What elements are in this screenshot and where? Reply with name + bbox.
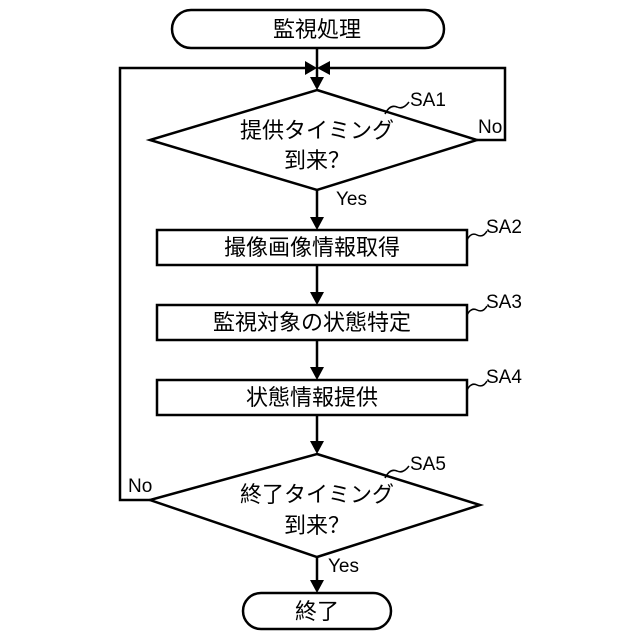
decision-sa5-line1: 終了タイミング <box>240 483 394 508</box>
step-leader-sa3 <box>467 306 487 315</box>
no-label-sa5: No <box>128 476 152 497</box>
decision-sa5-line2: 到来？ <box>284 514 350 539</box>
yes-label-sa5: Yes <box>328 556 359 577</box>
step-leader-sa2 <box>467 231 487 240</box>
decision-sa1-line1: 提供タイミング <box>240 119 394 144</box>
process-sa4-label: 状態情報提供 <box>246 386 378 411</box>
process-sa3-label: 監視対象の状態特定 <box>213 311 411 336</box>
yes-label-sa1: Yes <box>336 189 367 210</box>
step-label-sa5: SA5 <box>410 454 446 475</box>
step-label-sa2: SA2 <box>486 217 522 238</box>
start-label: 監視処理 <box>273 18 361 43</box>
step-label-sa3: SA3 <box>486 292 522 313</box>
step-label-sa1: SA1 <box>410 90 446 111</box>
arrowhead-down-sa5 <box>310 441 324 454</box>
arrowhead-down-sa3 <box>310 292 324 305</box>
arrowhead-down-sa4 <box>310 367 324 380</box>
process-sa2-label: 撮像画像情報取得 <box>224 236 400 261</box>
step-leader-sa4 <box>467 381 487 390</box>
arrowhead-down-sa2 <box>310 217 324 230</box>
arrowhead-left <box>317 61 330 75</box>
step-label-sa4: SA4 <box>486 367 522 388</box>
arrowhead-down-sa1 <box>310 77 324 90</box>
decision-sa1-line2: 到来？ <box>284 149 350 174</box>
arrowhead-down-end <box>310 580 324 593</box>
end-label: 終了 <box>295 600 339 625</box>
no-label-sa1: No <box>478 117 502 138</box>
arrowhead-right <box>305 61 317 75</box>
